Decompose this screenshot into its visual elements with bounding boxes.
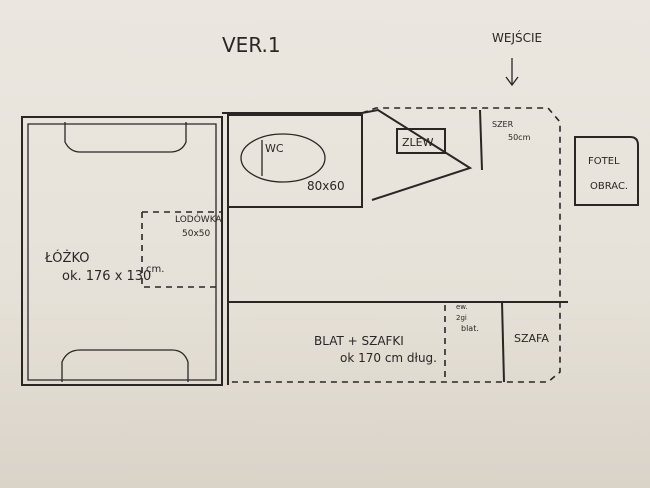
outer-walls — [222, 107, 568, 385]
armchair-line1: FOTEL — [588, 156, 620, 167]
wc-room: WC 80x60 — [228, 114, 363, 208]
wardrobe-label: SZAFA — [514, 332, 549, 345]
counter-line1: BLAT + SZAFKI — [314, 334, 404, 348]
extra-counter-line3: blat. — [461, 324, 479, 333]
sink-label: ZLEW — [402, 136, 434, 149]
fridge-area: LODÓWKA 50x50 — [141, 211, 222, 288]
bed-area: ŁÓŻKO ok. 176 x 130 cm. — [21, 116, 223, 386]
bed-size: ok. 176 x 130 — [62, 269, 151, 284]
wc-size: 80x60 — [307, 179, 345, 193]
extra-counter-line2: 2gi — [456, 314, 467, 322]
extra-counter-line1: ew. — [456, 303, 468, 311]
wc-label: WC — [265, 142, 284, 155]
fridge-size: 50x50 — [182, 229, 211, 239]
version-title: VER.1 — [222, 33, 281, 57]
counter-area: BLAT + SZAFKI ok 170 cm dług. ew. 2gi bl… — [314, 301, 549, 383]
counter-line2: ok 170 cm dług. — [340, 351, 437, 365]
width-note-line2: 50cm — [508, 133, 531, 142]
entrance-label: WEJŚCIE — [492, 30, 542, 45]
width-note-line1: SZER — [492, 120, 514, 129]
armchair: FOTEL OBRAC. — [574, 136, 639, 206]
bed-unit: cm. — [146, 264, 164, 275]
armchair-line2: OBRAC. — [590, 181, 628, 192]
bed-label: ŁÓŻKO — [44, 250, 90, 266]
fridge-label: LODÓWKA — [175, 213, 222, 225]
entrance-arrow-icon — [505, 58, 519, 87]
sink-area: ZLEW SZER 50cm — [361, 108, 531, 201]
